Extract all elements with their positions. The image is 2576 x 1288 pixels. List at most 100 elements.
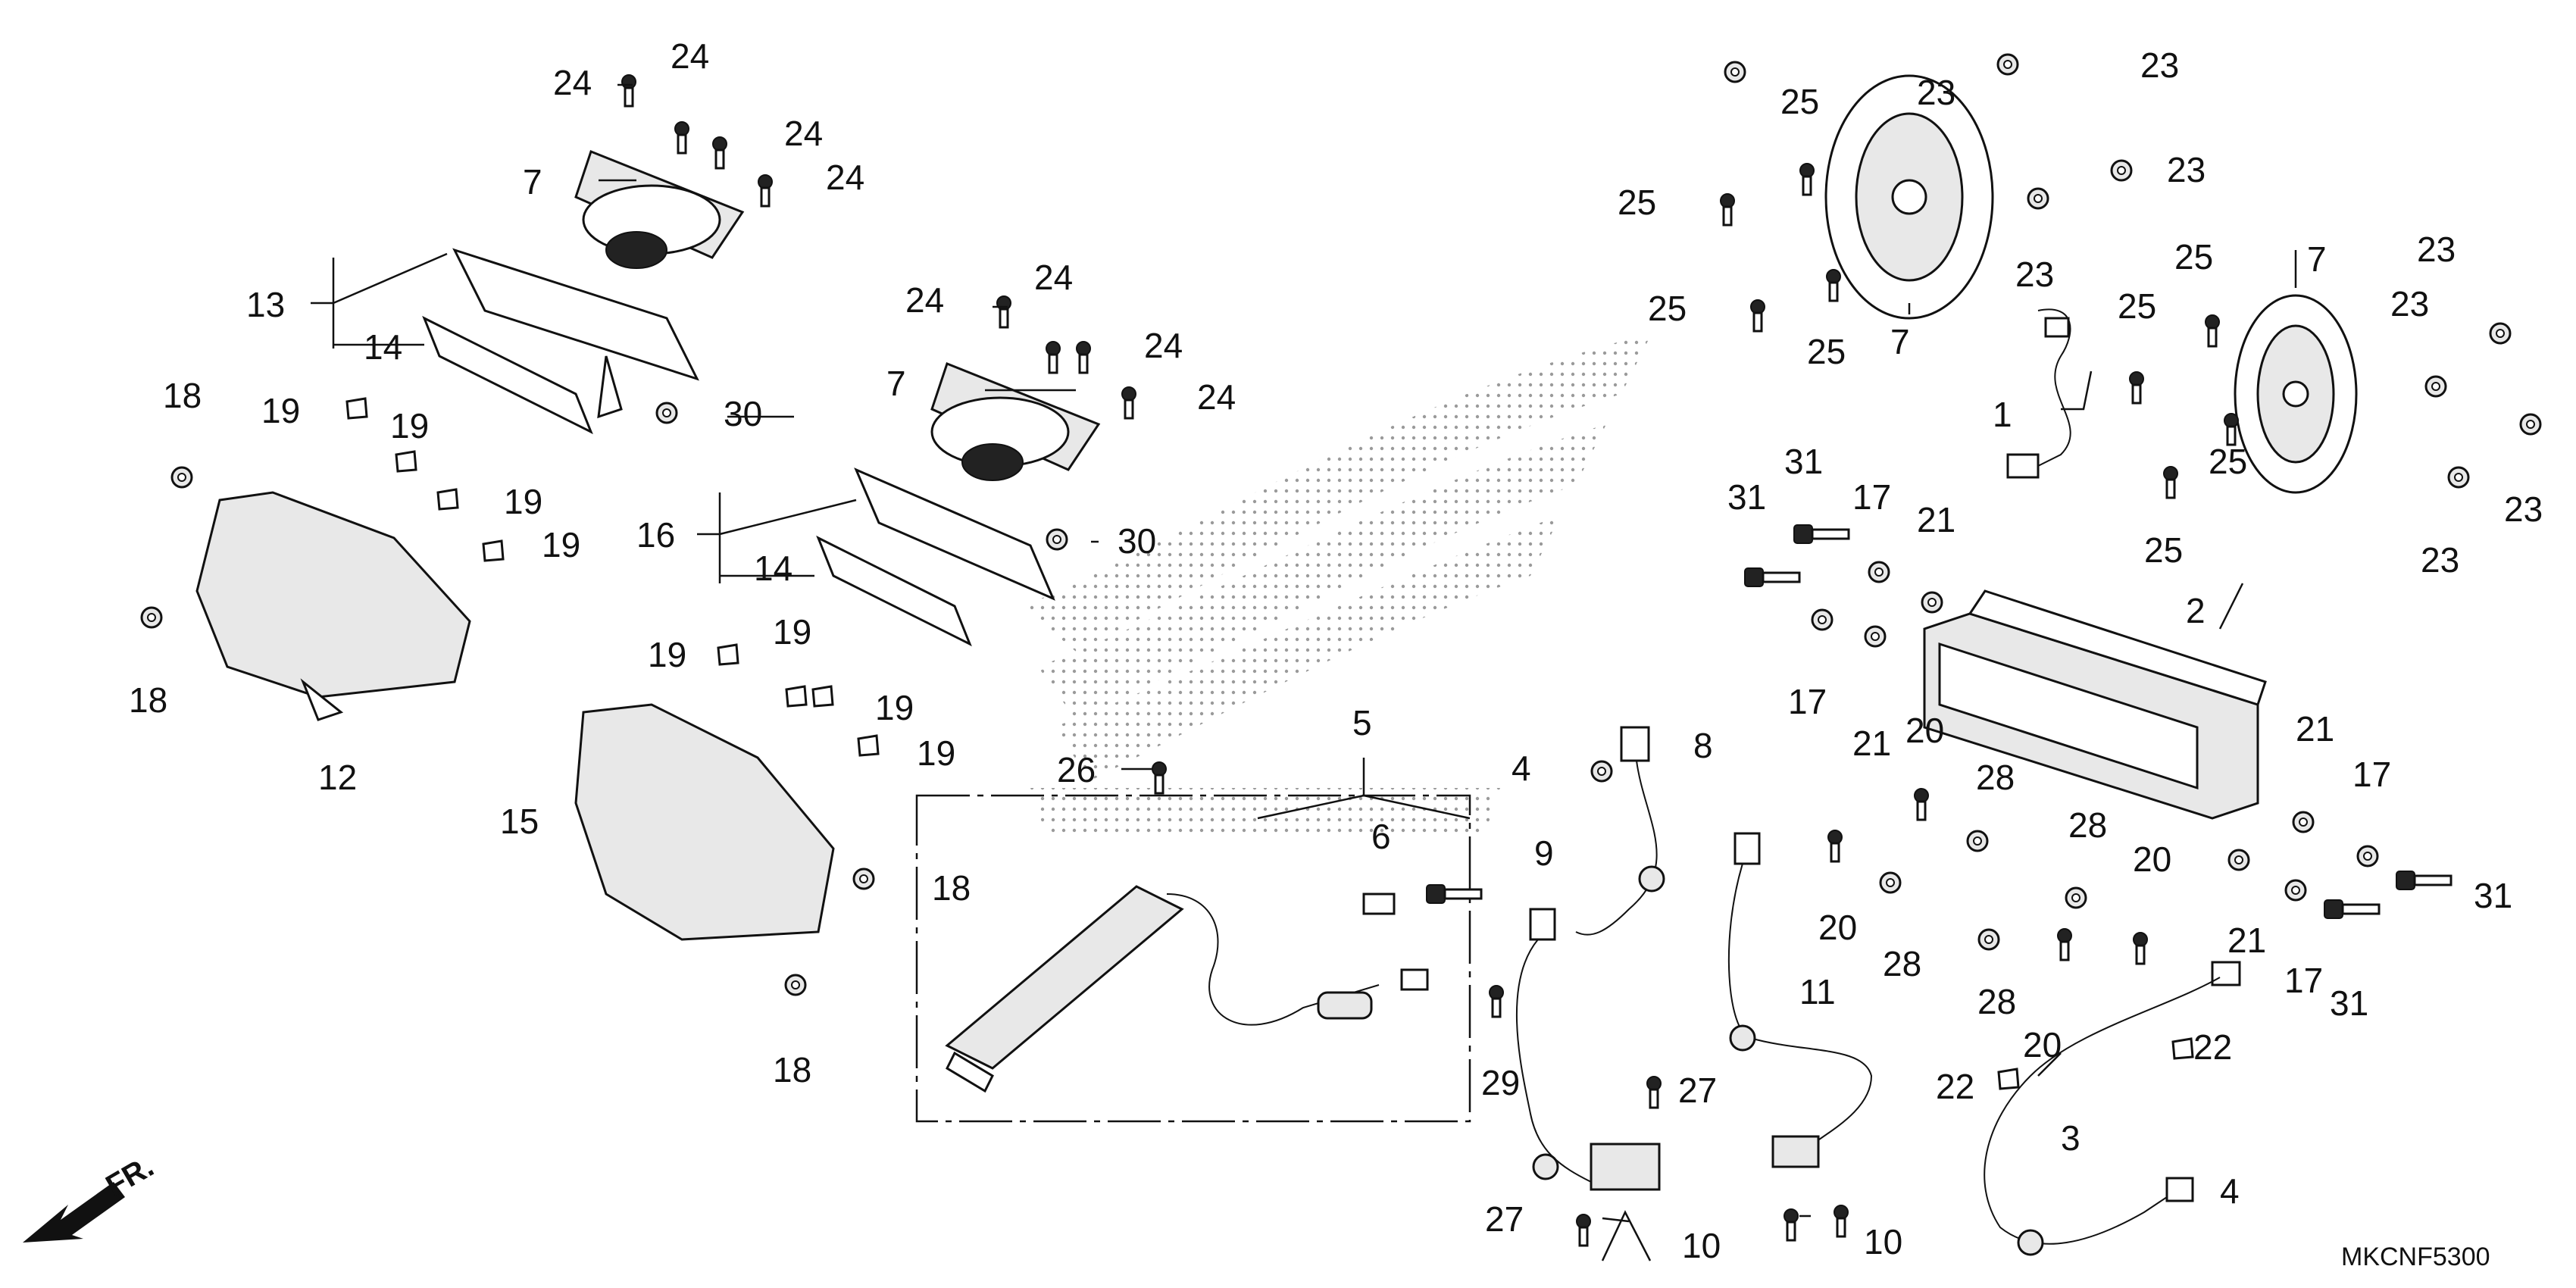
label-23: 23 <box>2417 230 2456 269</box>
label-24: 24 <box>905 280 944 320</box>
label-10: 10 <box>1864 1222 1902 1261</box>
label-30: 30 <box>724 394 762 433</box>
label-21: 21 <box>2227 921 2266 960</box>
label-11: 11 <box>1799 972 1836 1011</box>
label-25: 25 <box>2118 286 2156 326</box>
label-24: 24 <box>553 63 592 102</box>
label-19: 19 <box>875 688 914 727</box>
wire-8 <box>1575 726 1665 936</box>
speaker-bracket-13 <box>452 248 699 419</box>
label-21: 21 <box>1917 500 1955 539</box>
label-7: 7 <box>2307 239 2327 279</box>
label-28: 28 <box>1977 982 2016 1021</box>
label-24: 24 <box>1197 377 1236 417</box>
label-25: 25 <box>2174 237 2213 277</box>
label-4: 4 <box>2220 1171 2240 1211</box>
label-9: 9 <box>1534 833 1554 873</box>
amplifier-unit-2 <box>1923 589 2267 820</box>
speaker-bracket-16 <box>854 467 1055 601</box>
label-26: 26 <box>1057 750 1096 789</box>
label-25: 25 <box>1618 183 1656 222</box>
label-17: 17 <box>2352 755 2391 794</box>
label-2: 2 <box>2186 591 2206 630</box>
label-23: 23 <box>2390 284 2429 324</box>
label-22: 22 <box>2193 1027 2232 1067</box>
label-19: 19 <box>504 482 542 521</box>
label-3: 3 <box>2061 1118 2080 1158</box>
speaker-front-left <box>574 150 745 269</box>
label-23: 23 <box>1917 73 1955 112</box>
inner-cover-12 <box>195 491 471 721</box>
label-18: 18 <box>773 1050 811 1089</box>
leader-lines <box>311 83 2297 1261</box>
label-31: 31 <box>1727 477 1766 517</box>
inner-cover-15 <box>574 703 835 941</box>
label-23: 23 <box>2167 150 2206 189</box>
wire-11 <box>1727 832 1873 1168</box>
label-7: 7 <box>1890 322 1910 361</box>
label-27: 27 <box>1485 1199 1524 1239</box>
label-27: 27 <box>1678 1071 1717 1110</box>
label-12: 12 <box>318 758 357 797</box>
label-16: 16 <box>636 515 675 555</box>
wire-9 <box>1515 908 1661 1191</box>
label-19: 19 <box>648 635 686 674</box>
speaker-rear-right <box>2234 294 2358 494</box>
label-7: 7 <box>523 162 542 202</box>
label-25: 25 <box>1780 82 1819 121</box>
label-19: 19 <box>261 391 300 430</box>
label-5: 5 <box>1352 703 1372 742</box>
label-4: 4 <box>1512 749 1531 788</box>
label-31: 31 <box>2474 876 2512 915</box>
diagram-code: MKCNF5300 <box>2341 1243 2490 1271</box>
label-28: 28 <box>2068 805 2107 845</box>
label-25: 25 <box>2144 530 2183 570</box>
brand-watermark <box>1023 333 1652 833</box>
label-25: 25 <box>1648 289 1687 328</box>
label-28: 28 <box>1976 758 2015 797</box>
label-19: 19 <box>773 612 811 652</box>
front-direction-arrow: FR. <box>23 1149 159 1243</box>
callout-labels: 24 24 24 24 7 13 14 30 18 19 19 19 19 18… <box>129 36 2543 1265</box>
label-20: 20 <box>2133 839 2171 879</box>
label-17: 17 <box>1788 682 1827 721</box>
label-22: 22 <box>1936 1067 1974 1106</box>
label-18: 18 <box>129 680 167 720</box>
label-25: 25 <box>1807 332 1846 371</box>
label-20: 20 <box>1818 908 1857 947</box>
label-23: 23 <box>2140 45 2179 85</box>
label-29: 29 <box>1481 1063 1520 1102</box>
label-1: 1 <box>1993 395 2012 434</box>
label-25: 25 <box>2209 442 2247 481</box>
label-6: 6 <box>1371 817 1391 856</box>
wire-3 <box>1984 961 2241 1256</box>
harness-6 <box>1166 893 1429 1026</box>
harness-1 <box>2006 308 2071 479</box>
label-30: 30 <box>1118 521 1156 561</box>
label-20: 20 <box>2023 1025 2062 1064</box>
label-24: 24 <box>671 36 709 76</box>
label-14: 14 <box>364 327 402 367</box>
speaker-rear-left <box>1824 74 1994 320</box>
label-13: 13 <box>246 285 285 324</box>
label-18: 18 <box>163 376 202 415</box>
label-19: 19 <box>390 406 429 445</box>
label-31: 31 <box>2330 983 2368 1023</box>
amplifier-panel <box>945 885 1184 1093</box>
label-19: 19 <box>917 733 955 773</box>
label-31: 31 <box>1784 442 1823 481</box>
label-24: 24 <box>1034 258 1073 297</box>
speaker-front-right <box>930 362 1101 481</box>
label-24: 24 <box>784 114 823 153</box>
label-15: 15 <box>500 802 539 841</box>
gasket-14-upper <box>422 315 593 435</box>
label-18: 18 <box>932 868 971 908</box>
label-14: 14 <box>754 549 792 588</box>
label-21: 21 <box>2296 709 2334 749</box>
label-23: 23 <box>2504 489 2543 529</box>
label-8: 8 <box>1693 726 1713 765</box>
gasket-14-lower <box>816 535 972 647</box>
label-19: 19 <box>542 525 580 564</box>
label-24: 24 <box>1144 326 1183 365</box>
